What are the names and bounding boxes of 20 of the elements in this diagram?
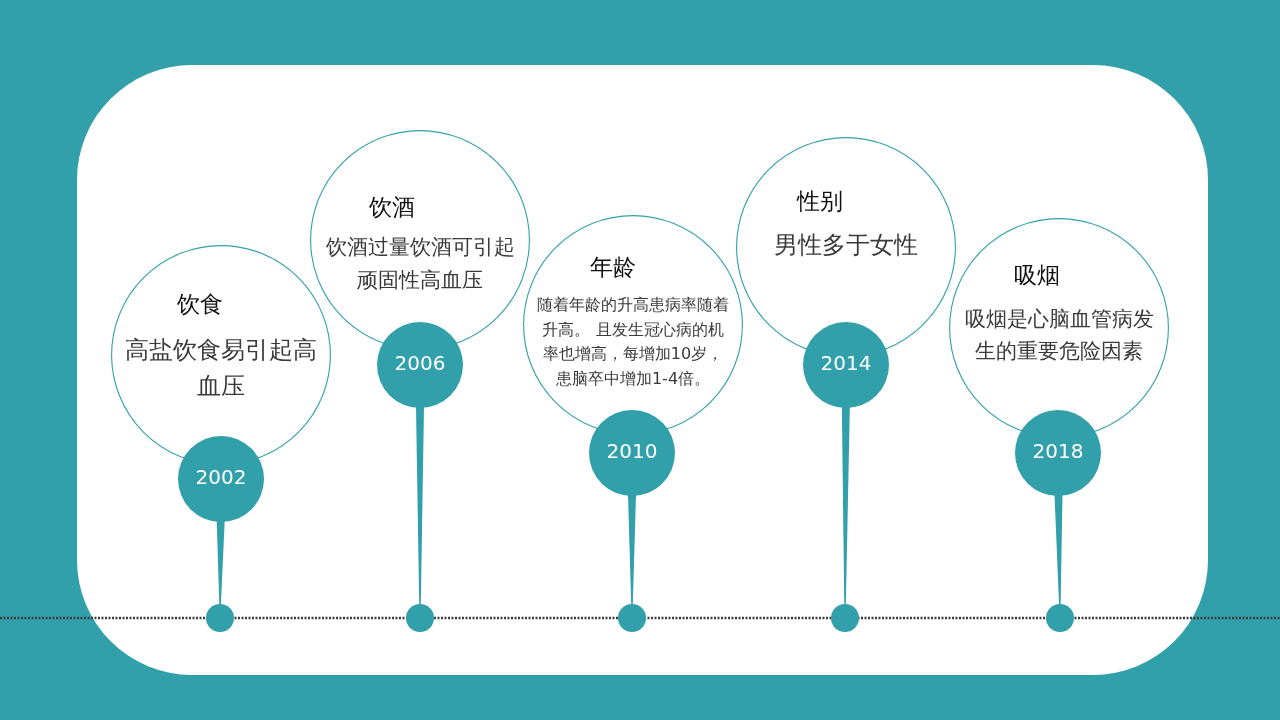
year-label: 2002 <box>195 465 247 490</box>
pin-stem <box>841 407 850 604</box>
pin-stem <box>1054 494 1063 604</box>
topic-description: 吸烟是心脑血管病发生的重要危险因素 <box>963 306 1155 365</box>
topic-heading: 饮酒 <box>369 193 415 221</box>
topic-heading: 饮食 <box>177 290 223 318</box>
pin-stem <box>216 520 225 604</box>
topic-heading: 吸烟 <box>1014 261 1060 289</box>
topic-description: 饮酒过量饮酒可引起顽固性高血压 <box>324 234 516 294</box>
year-label: 2018 <box>1032 439 1084 464</box>
pin-stem <box>628 495 636 604</box>
year-label: 2006 <box>394 351 446 376</box>
topic-description: 高盐饮食易引起高血压 <box>124 335 318 402</box>
topic-heading: 性别 <box>797 187 843 215</box>
topic-description: 男性多于女性 <box>774 230 918 261</box>
topic-description: 随着年龄的升高患病率随着升高。 且发生冠心病的机率也增高，每增加10岁，患脑卒中增加1-4倍。 <box>536 294 730 390</box>
year-label: 2010 <box>606 439 658 464</box>
topic-heading: 年龄 <box>590 253 636 281</box>
year-label: 2014 <box>820 351 872 376</box>
pin-stem <box>416 407 424 604</box>
